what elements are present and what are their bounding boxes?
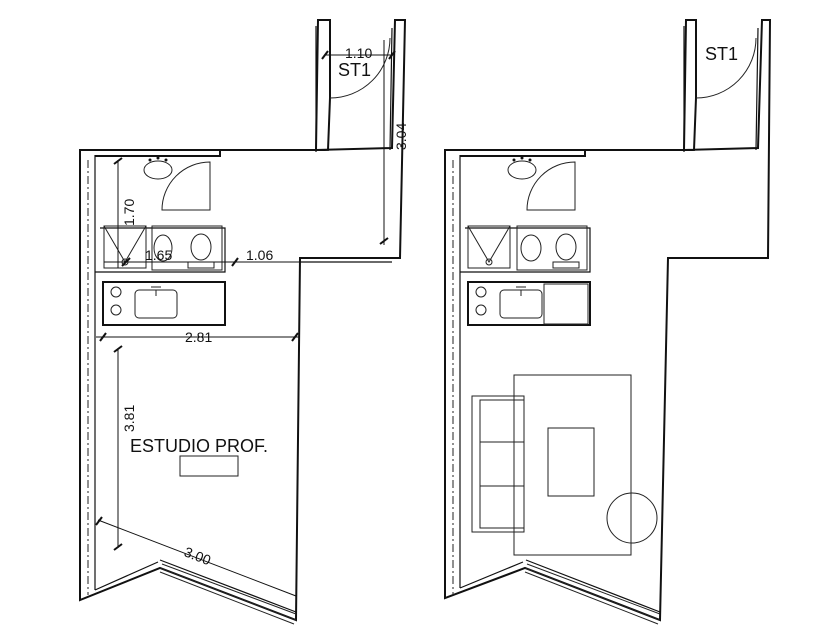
window-left bbox=[159, 563, 297, 625]
rug-right bbox=[513, 374, 632, 556]
inner-wall-right-plan bbox=[459, 155, 661, 613]
bath-bottom-wall bbox=[95, 227, 226, 273]
dim-bath-width: 1.65 bbox=[145, 247, 172, 263]
sofa-right bbox=[471, 395, 525, 533]
dim-room-length: 3.81 bbox=[121, 405, 137, 432]
inner-wall-left-plan bbox=[94, 155, 297, 613]
fridge-right bbox=[543, 283, 589, 325]
bath-door-swing-right bbox=[526, 161, 576, 211]
bath-door-swing-left bbox=[161, 161, 211, 211]
coffee-table-right bbox=[547, 427, 595, 497]
plan-left: 1.10 3.04 1.70 1.65 1.06 2.81 3.81 3.00 … bbox=[79, 19, 409, 625]
label-stair-left: ST1 bbox=[338, 60, 371, 80]
bath-sink-right bbox=[507, 156, 537, 180]
kitchen-left bbox=[110, 286, 178, 319]
desk-left bbox=[179, 455, 239, 477]
stair-door-swing-right bbox=[695, 37, 757, 99]
kitchen-right bbox=[475, 283, 589, 325]
round-table-right bbox=[606, 492, 658, 544]
stair-door-swing-left bbox=[329, 37, 391, 99]
bath-top-wall bbox=[95, 150, 221, 157]
dim-bath-depth: 1.70 bbox=[121, 199, 137, 226]
dim-kitchen-width: 2.81 bbox=[185, 329, 212, 345]
toilets-right bbox=[516, 225, 588, 271]
bath-bottom-wall-right bbox=[460, 227, 591, 273]
kitchen-counter-left bbox=[102, 281, 226, 326]
kitchen-counter-right bbox=[467, 281, 591, 326]
dim-corridor-width: 1.06 bbox=[246, 247, 273, 263]
stair-wall-inner-right bbox=[683, 26, 759, 152]
shower-tray-right bbox=[467, 225, 511, 269]
dim-facade-width: 3.00 bbox=[182, 544, 213, 569]
plan-right: ST1 bbox=[444, 19, 772, 625]
window-right bbox=[524, 563, 661, 625]
bath-sink-left bbox=[143, 156, 173, 180]
stair-wall-inner bbox=[300, 26, 393, 263]
bath-top-wall-right bbox=[460, 150, 586, 157]
dim-stair-length: 3.04 bbox=[393, 123, 409, 150]
outer-wall-left-plan bbox=[79, 19, 407, 622]
outer-wall-right-plan bbox=[444, 19, 772, 622]
label-stair-right: ST1 bbox=[705, 44, 738, 64]
label-room: ESTUDIO PROF. bbox=[130, 436, 268, 456]
dim-stair-width: 1.10 bbox=[345, 45, 372, 61]
dimension-lines-left bbox=[95, 40, 396, 597]
